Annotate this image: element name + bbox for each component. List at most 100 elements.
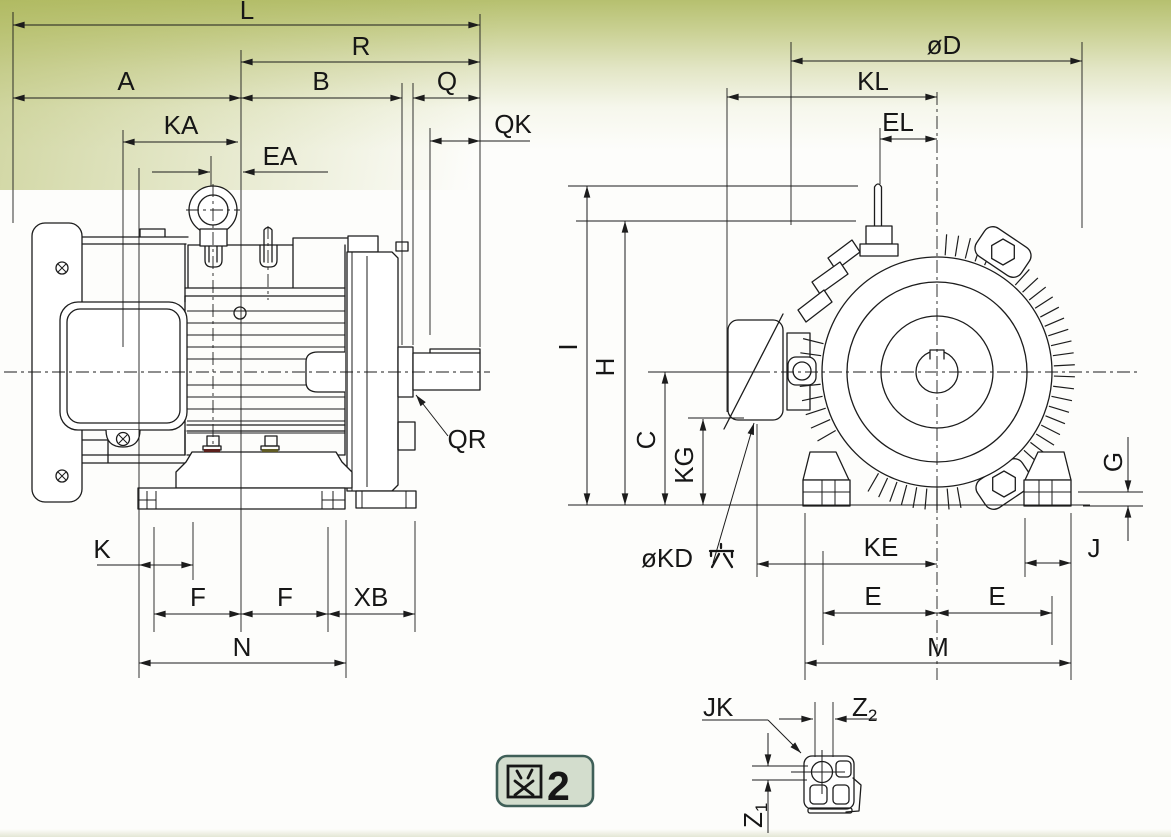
- front-view-feet: [802, 451, 1072, 507]
- dim-label-EL: EL: [882, 107, 914, 137]
- upper-left-step-blocks: [797, 239, 861, 323]
- dim-label-Z2: Z2: [852, 692, 877, 725]
- dim-label-JK: JK: [703, 692, 734, 722]
- seal-red: [204, 449, 220, 453]
- cooling-fin: [802, 338, 824, 345]
- dim-label-L: L: [240, 0, 254, 25]
- cooling-fin: [1040, 306, 1060, 318]
- motor-front-view: [723, 92, 1140, 680]
- figure-number-text: 2: [547, 763, 570, 809]
- dim-label-J: J: [1088, 533, 1101, 563]
- dim-label-XB: XB: [354, 582, 389, 612]
- dim-label-KE: KE: [864, 532, 899, 562]
- hex-bolt-heads: [991, 238, 1016, 498]
- z1-base: Z: [738, 812, 768, 828]
- cooling-fin: [800, 352, 822, 357]
- dim-label-N: N: [233, 632, 252, 662]
- top-platform: [184, 226, 348, 320]
- cooling-fin: [1022, 277, 1039, 293]
- cooling-fin: [1034, 296, 1054, 309]
- cooling-fin: [1045, 415, 1066, 425]
- cooling-fin: [799, 383, 821, 388]
- cooling-fin: [954, 235, 960, 257]
- cooling-fin: [1035, 433, 1055, 446]
- side-view-feet: [137, 487, 417, 510]
- cooling-fin: [810, 419, 831, 429]
- terminal-pin: [859, 183, 899, 257]
- cooling-fin: [878, 477, 889, 498]
- cooling-fin: [1048, 328, 1069, 337]
- dim-label-R: R: [352, 31, 371, 61]
- dim-label-A: A: [117, 66, 135, 96]
- cooling-fin: [900, 484, 908, 506]
- foot-pedestal: [175, 451, 353, 489]
- cooling-fin: [1053, 375, 1075, 378]
- cooling-fin: [1053, 364, 1075, 367]
- dim-label-KA: KA: [164, 110, 199, 140]
- keyway: [930, 350, 944, 359]
- terminal-box-cover: [59, 301, 188, 448]
- cooling-fin: [944, 234, 948, 256]
- dim-label-KL: KL: [857, 66, 889, 96]
- dim-label-C: C: [631, 431, 661, 450]
- dim-label-KD-hole: øKD: [641, 543, 693, 573]
- platform-bolt: [233, 306, 247, 320]
- cooling-fin: [946, 488, 950, 510]
- dim-label-I: I: [553, 343, 583, 350]
- cooling-fin: [867, 473, 880, 492]
- hex-bolt-head: [991, 238, 1015, 266]
- dim-label-F1: F: [190, 582, 206, 612]
- drain-bolts: [202, 435, 280, 453]
- cooling-fin: [1028, 286, 1047, 301]
- z2-base: Z: [852, 692, 868, 722]
- cooling-fin: [1048, 405, 1070, 413]
- side-view-top-dimensions: L R A B Q QK KA EA QR: [12, 0, 532, 678]
- cooling-fin: [1040, 424, 1061, 436]
- dim-label-F2: F: [277, 582, 293, 612]
- dim-label-QR: QR: [448, 424, 487, 454]
- cooling-fin: [1014, 269, 1030, 286]
- dim-label-KG: KG: [669, 446, 699, 484]
- cooling-fin: [1050, 340, 1072, 347]
- terminal-mount-lug: [787, 356, 817, 386]
- dim-label-D: øD: [927, 30, 962, 60]
- g-dimension: G: [1078, 437, 1143, 541]
- cooling-fin: [805, 407, 826, 416]
- shaft-key: [429, 348, 481, 354]
- kanji-zu-glyph: [506, 764, 543, 799]
- cooling-fin: [1052, 352, 1074, 357]
- side-view-bottom-dimensions: K F F XB N: [93, 520, 416, 678]
- seal-yellow: [262, 449, 278, 453]
- cooling-fin: [889, 481, 898, 502]
- dim-label-Z1: Z1: [738, 803, 771, 828]
- figure-number-badge: 2: [495, 754, 595, 809]
- dim-label-K: K: [93, 534, 111, 564]
- motor-side-view: [4, 184, 490, 510]
- cooling-fin: [956, 487, 962, 509]
- kd-hole-callout: øKD: [641, 419, 764, 573]
- dim-label-Q: Q: [437, 66, 457, 96]
- z2-sub: 2: [868, 706, 877, 725]
- cooling-fin: [801, 395, 823, 402]
- dim-label-M: M: [927, 632, 949, 662]
- cooling-fin: [817, 429, 836, 442]
- fan-cover-screw-bottom: [55, 469, 69, 483]
- cooling-fin: [1051, 395, 1073, 402]
- dim-label-QK: QK: [494, 109, 532, 139]
- terminal-box-screw: [115, 431, 131, 447]
- cooling-fin: [964, 237, 971, 259]
- end-bracket: [346, 235, 416, 492]
- terminal-box-profile: [723, 313, 811, 430]
- frame-cooling-fins: [184, 244, 346, 456]
- dim-label-G: G: [1098, 452, 1128, 472]
- cooling-fin: [912, 487, 918, 509]
- cooling-fin: [1044, 317, 1065, 327]
- z1-sub: 1: [752, 803, 771, 812]
- dim-label-E2: E: [988, 581, 1005, 611]
- hex-bolt-head: [992, 470, 1016, 498]
- dim-label-H: H: [590, 358, 620, 377]
- front-view-dimensions: øD KL EL I H C KG øKD KE J E E M G: [553, 30, 1143, 680]
- dim-label-B: B: [312, 66, 329, 96]
